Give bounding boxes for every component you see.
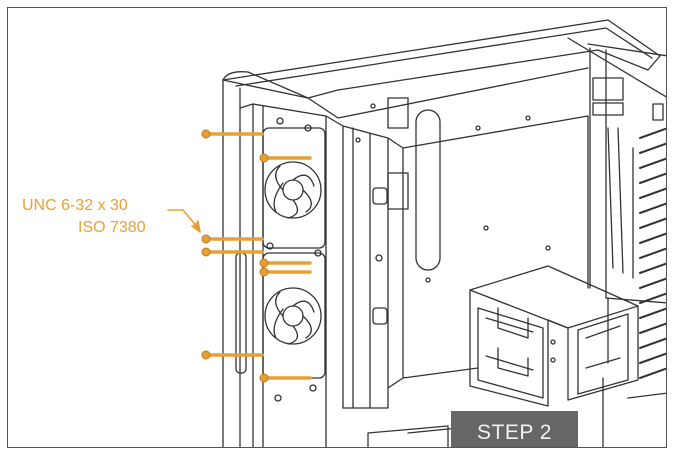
case-back-panel (355, 97, 589, 447)
case-line-drawing (167, 19, 666, 447)
illustration-frame: UNC 6-32 x 30 ISO 7380 STEP 2 (7, 7, 667, 448)
screw-spec-line-1: UNC 6-32 x 30 (22, 197, 128, 214)
screw-heads (201, 129, 269, 383)
case-right-vents (587, 43, 666, 447)
callout-arrow-icon (167, 209, 201, 233)
step-badge-label: STEP 2 (477, 420, 552, 444)
case-left-plate (222, 71, 309, 447)
screw-spec-line-2: ISO 7380 (78, 219, 146, 236)
screw-set (204, 132, 312, 380)
case-top-rail (222, 19, 666, 119)
step-badge: STEP 2 (451, 411, 578, 447)
fan-upper (262, 127, 326, 249)
drive-cage (469, 265, 639, 407)
radiator-block (342, 125, 404, 409)
